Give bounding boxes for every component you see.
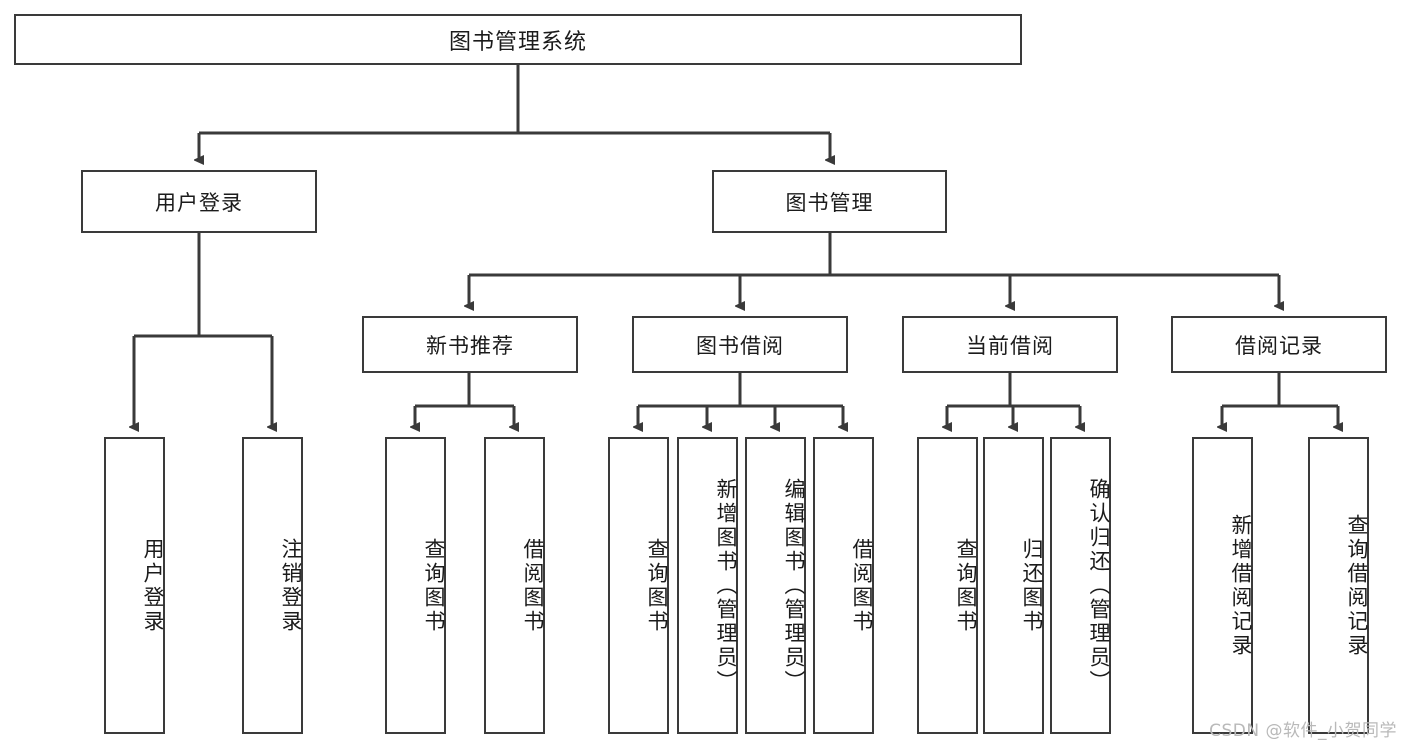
node-leaf-borrow-book-2[interactable]: 借阅图书 — [813, 437, 874, 734]
node-label: 归还图书 — [1020, 537, 1044, 634]
watermark-text: CSDN @软件_小贺同学 — [1209, 721, 1397, 741]
node-label: 用户登录 — [155, 190, 243, 215]
node-label: 新书推荐 — [426, 333, 514, 358]
node-borrow-record[interactable]: 借阅记录 — [1171, 316, 1387, 373]
node-new-book-recommend[interactable]: 新书推荐 — [362, 316, 578, 373]
node-current-borrow[interactable]: 当前借阅 — [902, 316, 1118, 373]
node-leaf-logout[interactable]: 注销登录 — [242, 437, 303, 734]
node-label: 借阅图书 — [521, 537, 545, 634]
node-label: 用户登录 — [141, 537, 165, 634]
node-leaf-add-record[interactable]: 新增借阅记录 — [1192, 437, 1253, 734]
node-leaf-query-book-1[interactable]: 查询图书 — [385, 437, 446, 734]
node-label: 查询借阅记录 — [1345, 513, 1369, 658]
node-leaf-query-book-3[interactable]: 查询图书 — [917, 437, 978, 734]
node-label: 图书管理 — [785, 190, 874, 215]
node-label: 注销登录 — [279, 537, 303, 634]
node-label: 借阅记录 — [1235, 333, 1323, 358]
node-label: 图书管理系统 — [448, 29, 587, 55]
node-label: 查询图书 — [422, 537, 446, 634]
node-book-management[interactable]: 图书管理 — [712, 170, 947, 233]
node-leaf-query-book-2[interactable]: 查询图书 — [608, 437, 669, 734]
node-book-borrow[interactable]: 图书借阅 — [632, 316, 848, 373]
node-leaf-query-record[interactable]: 查询借阅记录 — [1308, 437, 1369, 734]
node-leaf-edit-book[interactable]: 编辑图书（管理员） — [745, 437, 806, 734]
node-label: 新增图书（管理员） — [714, 477, 738, 694]
node-label: 新增借阅记录 — [1229, 513, 1253, 658]
node-label: 图书借阅 — [696, 333, 784, 358]
node-leaf-user-login[interactable]: 用户登录 — [104, 437, 165, 734]
node-label: 编辑图书（管理员） — [782, 477, 806, 694]
node-label: 查询图书 — [954, 537, 978, 634]
node-label: 查询图书 — [645, 537, 669, 634]
node-label: 确认归还（管理员） — [1087, 477, 1111, 694]
node-leaf-confirm-return[interactable]: 确认归还（管理员） — [1050, 437, 1111, 734]
node-label: 借阅图书 — [850, 537, 874, 634]
node-root-book-management-system[interactable]: 图书管理系统 — [14, 14, 1022, 65]
node-leaf-borrow-book-1[interactable]: 借阅图书 — [484, 437, 545, 734]
node-user-login[interactable]: 用户登录 — [81, 170, 317, 233]
node-leaf-return-book[interactable]: 归还图书 — [983, 437, 1044, 734]
node-leaf-add-book[interactable]: 新增图书（管理员） — [677, 437, 738, 734]
node-label: 当前借阅 — [966, 333, 1054, 358]
